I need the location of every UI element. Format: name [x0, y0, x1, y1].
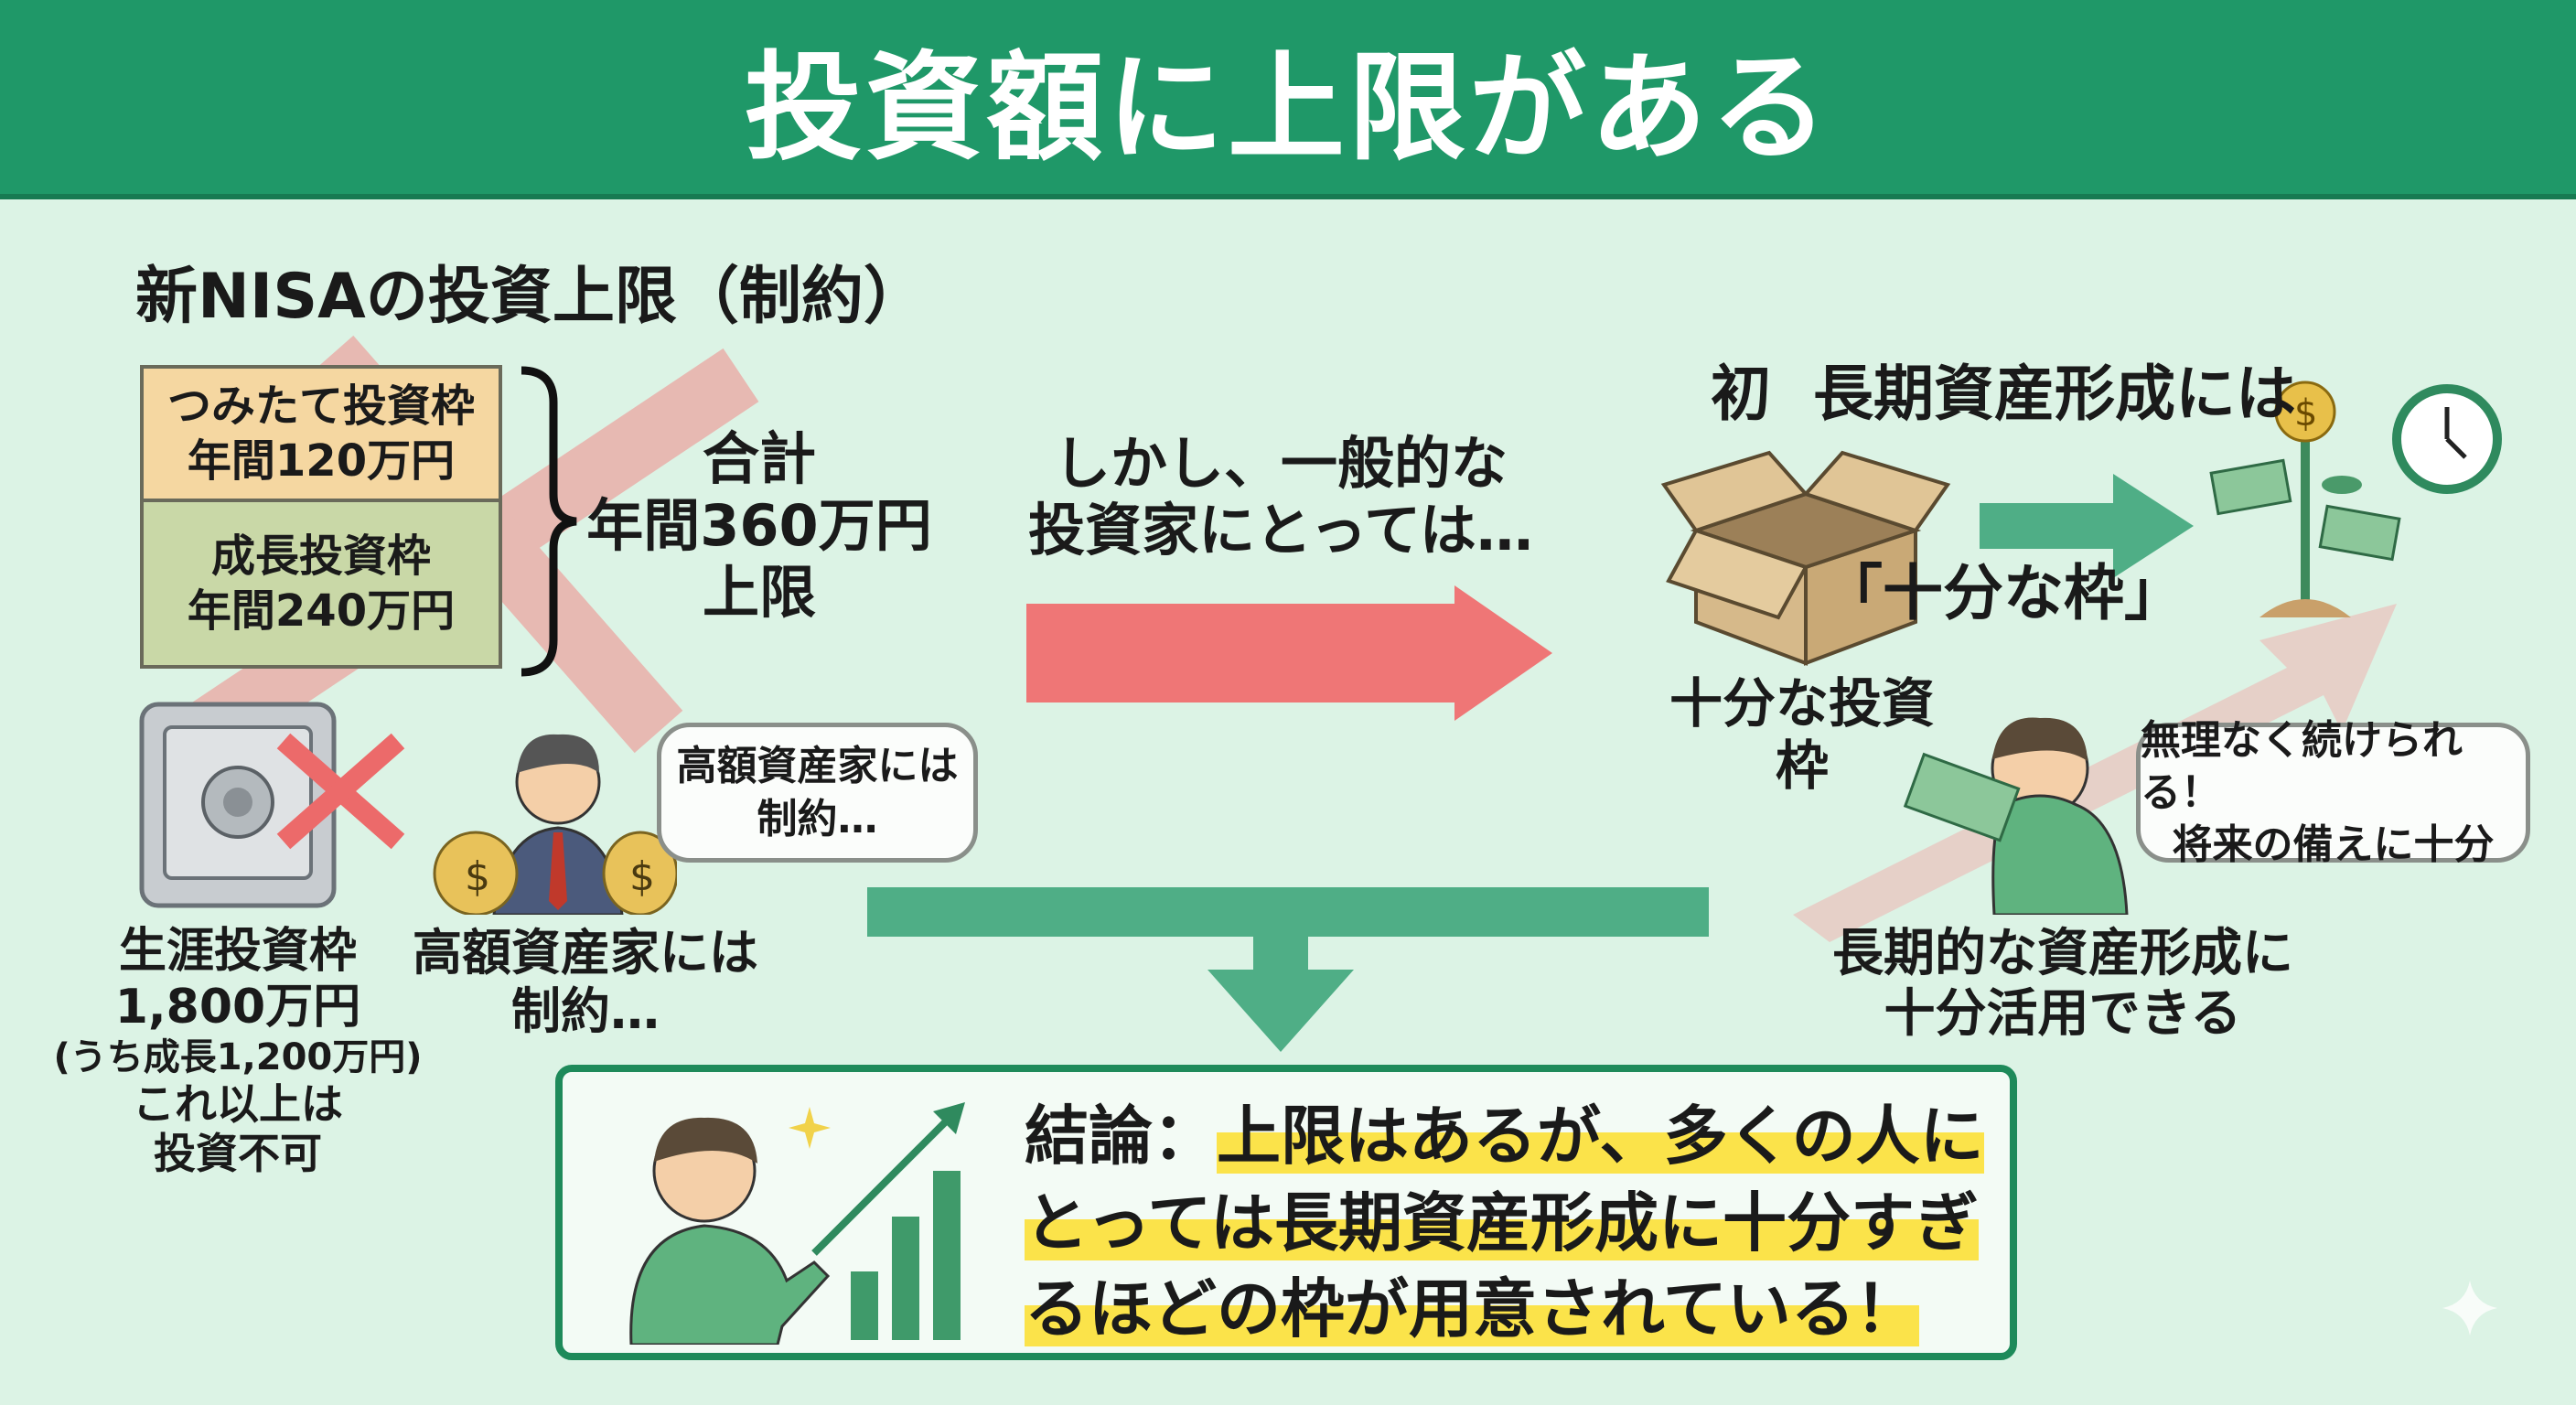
- total-amount: 年間360万円: [586, 492, 932, 560]
- open-box-icon: [1660, 450, 1951, 666]
- lifetime-label: 生涯投資枠: [118, 924, 357, 979]
- middle-line: 投資家にとっては…: [1028, 497, 1533, 564]
- lifetime-growth-note: (うち成長1,200万円): [53, 1035, 423, 1078]
- total-limit: 合計 年間360万円 上限: [585, 425, 933, 626]
- right-heading-line: 「十分な枠」: [1822, 557, 2184, 628]
- conclusion-line: とっては長期資産形成に十分すぎ: [1025, 1185, 1979, 1260]
- red-arrow: [1026, 585, 1552, 721]
- growth-arrow-bg: [1793, 604, 2397, 942]
- right-caption: 長期的な資産形成に 十分活用できる: [1784, 924, 2342, 1045]
- svg-text:$: $: [465, 853, 490, 900]
- safe-icon: [139, 702, 405, 908]
- lifetime-limit: 生涯投資枠 1,800万円 (うち成長1,200万円) これ以上は 投資不可: [37, 924, 439, 1178]
- caption-line: 十分活用できる: [1884, 984, 2242, 1045]
- merge-arrow: [867, 887, 1709, 1052]
- ordinary-investor-speech-bubble: 無理なく続けられる！ 将来の備えに十分: [2136, 717, 2530, 868]
- lifetime-note: 投資不可: [154, 1129, 322, 1179]
- bubble-line: 将来の備えに十分: [2172, 821, 2495, 869]
- left-heading: 新NISAの投資上限（制約）: [135, 261, 926, 333]
- right-heading: 初 長期資産形成には 「十分な枠」: [1674, 229, 2333, 693]
- growth-amount: 年間240万円: [187, 585, 456, 637]
- page-title: 投資額に上限がある: [744, 39, 1831, 177]
- conclusion-prefix: 結論：: [1025, 1099, 1217, 1174]
- conclusion-text: 結論：上限はあるが、多くの人に とっては長期資産形成に十分すぎ るほどの枠が用意…: [1025, 1093, 1984, 1353]
- brace-icon: [521, 366, 577, 677]
- worried-businessman-icon: $ $: [433, 734, 677, 915]
- right-heading-line: 初 長期資産形成には: [1711, 359, 2296, 430]
- middle-line: しかし、一般的な: [1053, 430, 1508, 497]
- bubble-line: 無理なく続けられる！: [2141, 716, 2463, 816]
- box-label: 十分な投資枠: [1669, 672, 1935, 798]
- caption-line: 長期的な資産形成に: [1832, 924, 2293, 983]
- total-limit-label: 上限: [702, 559, 816, 627]
- svg-text:$: $: [2294, 392, 2317, 434]
- total-label: 合計: [702, 425, 816, 492]
- green-right-arrow: [1980, 474, 2194, 578]
- lifetime-amount: 1,800万円: [114, 980, 361, 1035]
- tsumitate-name: つみたて投資枠: [166, 381, 475, 432]
- wealthy-label: 高額資産家には 制約…: [384, 924, 787, 1040]
- presenter-growth-chart-icon: [629, 1102, 965, 1345]
- growth-box: 成長投資枠 年間240万円: [140, 499, 502, 669]
- wealthy-speech-bubble: 高額資産家には 制約…: [657, 723, 978, 863]
- tsumitate-amount: 年間120万円: [187, 435, 456, 487]
- wealthy-line: 高額資産家には: [413, 924, 758, 981]
- svg-text:$: $: [629, 853, 655, 900]
- happy-person-with-cash-icon: [1903, 717, 2129, 915]
- bubble-line: 制約…: [757, 795, 878, 842]
- conclusion-line: 上限はあるが、多くの人に: [1217, 1099, 1984, 1174]
- tsumitate-box: つみたて投資枠 年間120万円: [140, 365, 502, 502]
- conclusion-line: るほどの枠が用意されている！: [1025, 1271, 1919, 1346]
- money-plant-clock-icon: $: [2209, 381, 2502, 617]
- sparkle-icon: [2442, 1281, 2497, 1335]
- wealthy-line: 制約…: [511, 981, 660, 1040]
- middle-text: しかし、一般的な 投資家にとっては…: [961, 430, 1601, 563]
- header-bar: [0, 0, 2576, 199]
- growth-name: 成長投資枠: [210, 531, 431, 582]
- lifetime-note: これ以上は: [133, 1078, 343, 1129]
- bubble-line: 高額資産家には: [676, 743, 959, 790]
